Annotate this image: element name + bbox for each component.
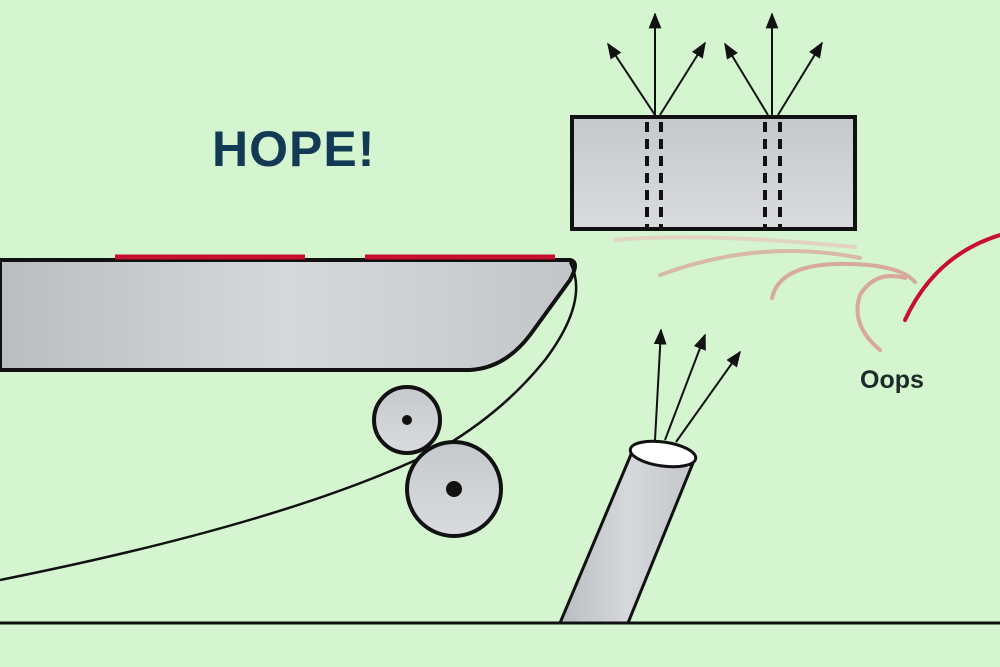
oops-label: Oops (860, 366, 924, 394)
faded-trails (613, 235, 917, 352)
roller-small (372, 385, 442, 455)
block-arrows-left (607, 12, 706, 116)
red-trail (903, 233, 1000, 322)
trough (0, 258, 577, 372)
roller-large (405, 440, 503, 538)
block-arrows-right (724, 12, 823, 116)
nozzle (557, 439, 698, 625)
top-block (570, 115, 857, 231)
title-label: HOPE! (212, 121, 376, 177)
nozzle-arrows (653, 328, 741, 443)
block-channels (645, 122, 782, 227)
